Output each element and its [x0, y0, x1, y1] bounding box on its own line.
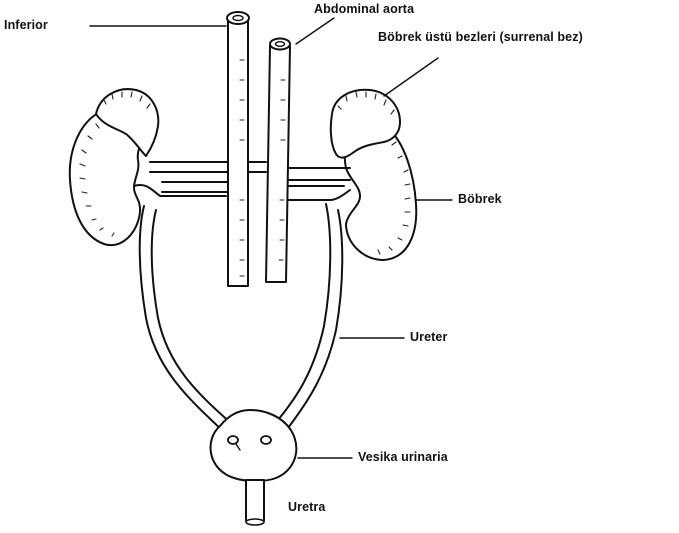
urethra-tube: [246, 480, 264, 525]
label-vesika-urinaria: Vesika urinaria: [358, 450, 448, 464]
left-renal-pelvis: [134, 185, 226, 196]
label-adrenal-gland: Böbrek üstü bezleri (surrenal bez): [378, 30, 583, 44]
leader-adrenal: [384, 58, 438, 96]
label-kidney: Böbrek: [458, 192, 502, 206]
inferior-vena-cava: [227, 12, 249, 286]
leader-aorta: [296, 18, 334, 44]
left-ureter: [140, 206, 232, 432]
abdominal-aorta: [266, 39, 290, 283]
urinary-bladder: [211, 410, 297, 481]
label-ureter: Ureter: [410, 330, 447, 344]
renal-vessels: [150, 162, 350, 192]
label-abdominal-aorta: Abdominal aorta: [314, 2, 414, 16]
label-inferior: Inferior: [4, 18, 48, 32]
right-renal-pelvis: [288, 190, 350, 200]
label-urethra: Uretra: [288, 500, 325, 514]
